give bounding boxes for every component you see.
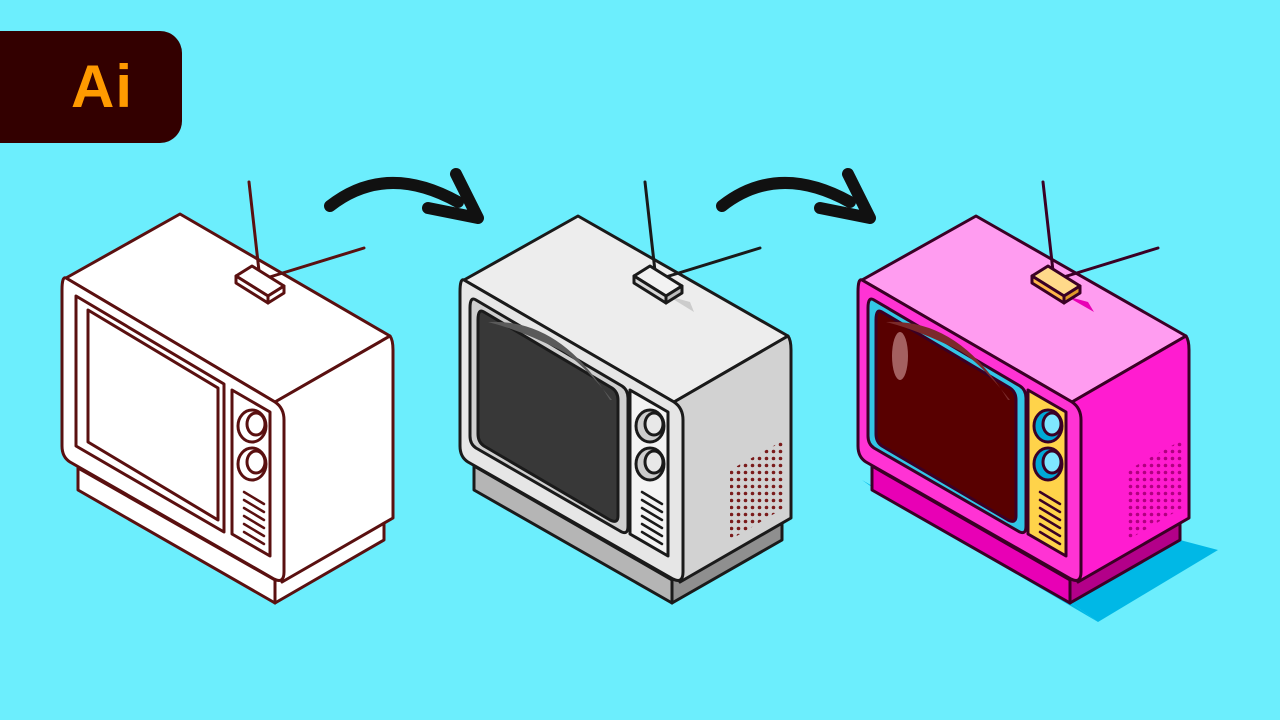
tv-grey-stage <box>458 180 793 605</box>
tv-outline-stage <box>60 180 395 605</box>
illustrator-logo-badge: Ai <box>0 31 182 143</box>
illustrator-logo-text: Ai <box>71 53 133 120</box>
arrow-icon <box>324 168 484 224</box>
arrow-icon <box>716 168 876 224</box>
tv-color-stage <box>856 180 1218 622</box>
